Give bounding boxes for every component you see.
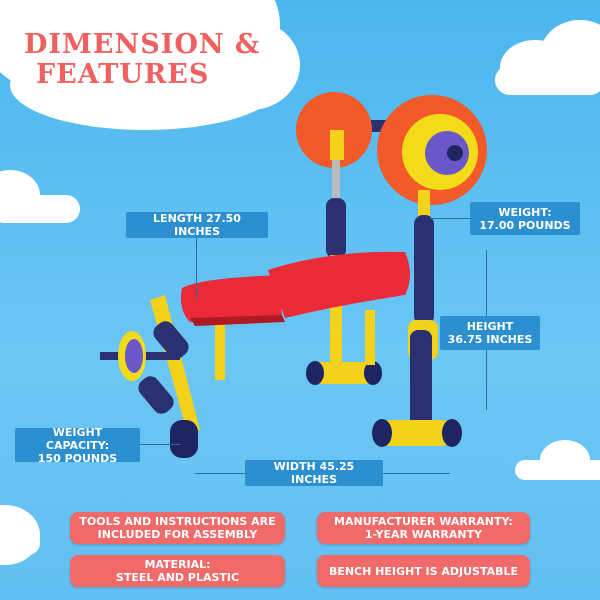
length-leader-line (196, 238, 197, 298)
weight-leader-line (430, 218, 470, 219)
title-line-2: FEATURES (36, 59, 210, 90)
base-feet (306, 361, 462, 447)
page-title: DIMENSION & FEATURES (24, 30, 260, 90)
length-label: LENGTH 27.50 INCHES (126, 212, 268, 238)
feature-warranty: MANUFACTURER WARRANTY: 1-YEAR WARRANTY (317, 512, 530, 544)
feature-assembly: TOOLS AND INSTRUCTIONS ARE INCLUDED FOR … (70, 512, 285, 544)
title-line-1: DIMENSION & (24, 29, 261, 60)
weight-label: WEIGHT: 17.00 POUNDS (470, 202, 580, 235)
bench-seat (181, 251, 410, 326)
leg-weight (100, 331, 180, 381)
feature-adjustable: BENCH HEIGHT IS ADJUSTABLE (317, 555, 530, 587)
weight-capacity-label: WEIGHT CAPACITY: 150 POUNDS (15, 426, 140, 465)
capacity-leader-line (140, 444, 180, 445)
bench-frame (138, 295, 375, 458)
width-label: WIDTH 45.25 INCHES (245, 460, 383, 486)
barbell (296, 92, 487, 205)
uprights (326, 160, 438, 430)
feature-material: MATERIAL: STEEL AND PLASTIC (70, 555, 285, 587)
height-label: HEIGHT 36.75 INCHES (440, 316, 540, 350)
